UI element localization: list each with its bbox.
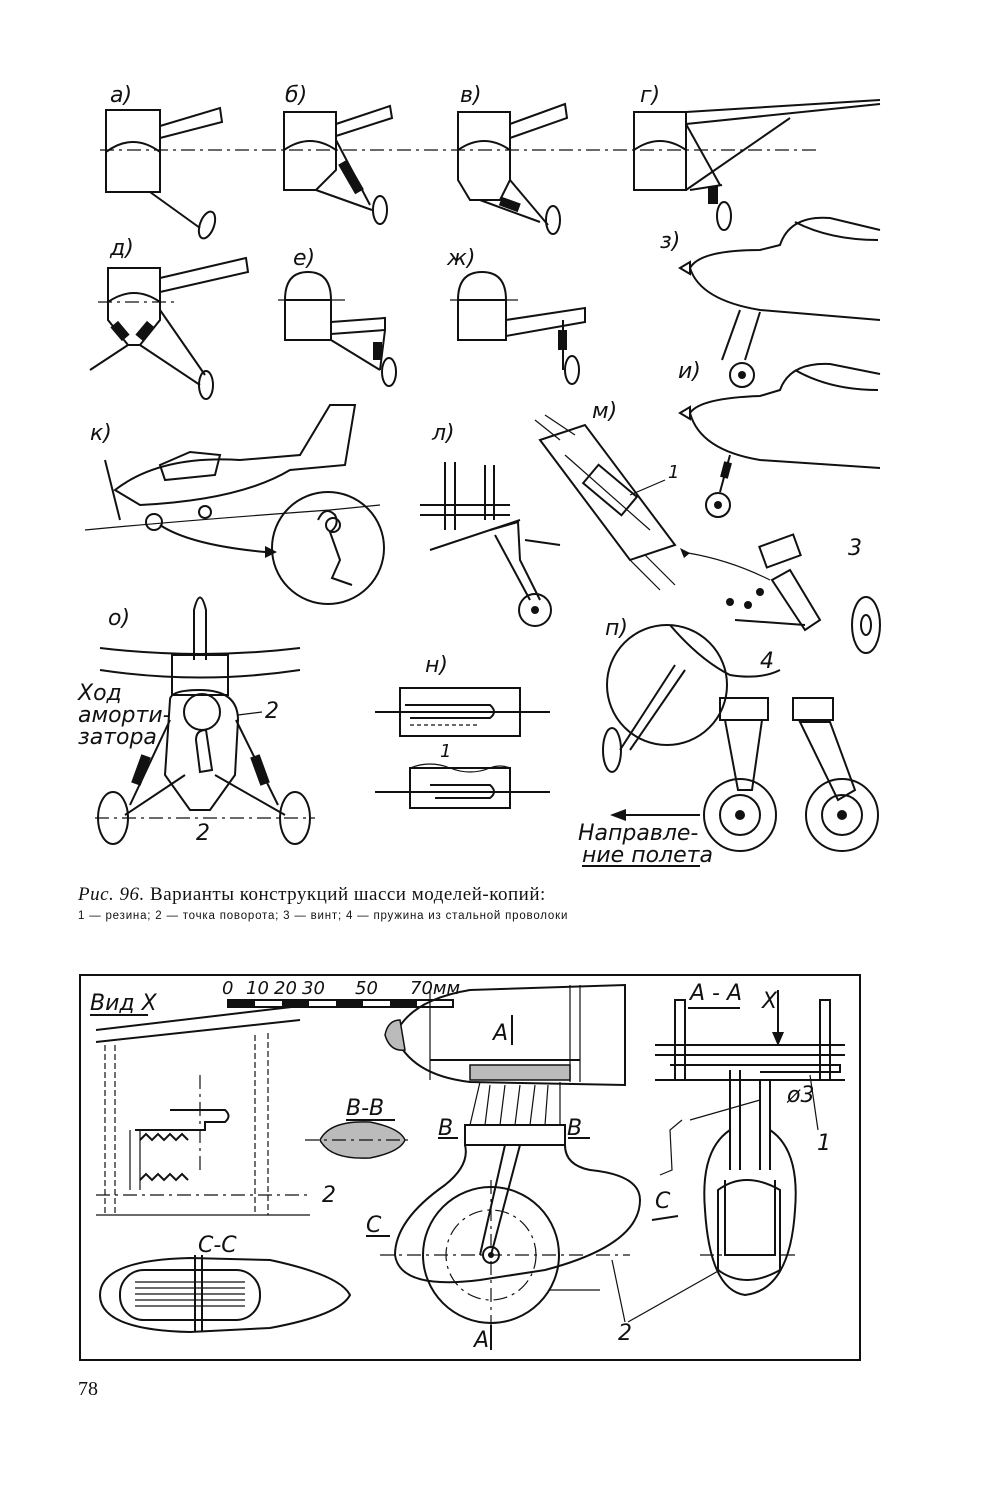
- scale-tick-50: 50: [355, 978, 378, 999]
- landing-gear-figure: а) б) в) г) д): [77, 83, 881, 868]
- variant-d: д): [89, 236, 250, 400]
- scale-bar: 0 10 20 30 50 70мм: [222, 978, 460, 1008]
- variant-b: б): [283, 83, 394, 225]
- scale-tick-70: 70мм: [410, 978, 460, 999]
- main-side-view: А В В С С А: [366, 983, 679, 1353]
- cut-a-top: А: [491, 1021, 508, 1046]
- shock-label-3: затора: [78, 725, 157, 750]
- view-x: Вид X: [90, 991, 310, 1216]
- cut-a-bottom: А: [472, 1328, 489, 1353]
- variant-m: м) 1: [534, 399, 679, 591]
- panel-label-zh: ж): [446, 246, 475, 271]
- variant-p: п) 3 4 Направле- ние полета: [578, 533, 881, 868]
- direction-label-2: ние полета: [582, 843, 713, 868]
- variant-e: е): [278, 246, 397, 387]
- variant-z: з): [660, 216, 881, 388]
- panel-label-l: л): [431, 421, 455, 446]
- direction-label-1: Направле-: [578, 821, 698, 846]
- callout-1-n: 1: [440, 741, 451, 762]
- cut-b-right: В: [567, 1116, 582, 1141]
- cut-b-left: В: [438, 1116, 453, 1141]
- section-cc-label: С-С: [198, 1233, 237, 1258]
- panel-label-v: в): [460, 83, 482, 108]
- section-aa-callout-1: 1: [817, 1131, 831, 1156]
- panel-label-i: и): [678, 359, 701, 384]
- cut-c-right: С: [655, 1189, 671, 1214]
- callout-4: 4: [760, 649, 774, 674]
- panel-label-d: д): [109, 236, 134, 261]
- caption-text: Варианты конструкций шасси моделей-копий…: [150, 884, 546, 905]
- panel-label-p: п): [605, 616, 628, 641]
- panel-label-n: н): [425, 653, 448, 678]
- caption-title: Рис. 96. Варианты конструкций шасси моде…: [78, 884, 908, 906]
- section-bb-label: В-В: [346, 1096, 384, 1121]
- section-aa: А - А X ø3 1: [655, 981, 845, 1297]
- section-aa-label: А - А: [688, 981, 742, 1006]
- view-x-label: Вид X: [90, 991, 158, 1016]
- caption-prefix: Рис. 96.: [78, 884, 145, 905]
- variant-k: к): [84, 404, 385, 605]
- panel-label-z: з): [660, 229, 680, 254]
- cut-c-left: С: [366, 1213, 382, 1238]
- variant-a: а): [105, 83, 224, 240]
- scale-tick-10: 10: [246, 978, 269, 999]
- shock-label-1: Ход: [77, 681, 122, 706]
- section-cc: С-С: [98, 1233, 352, 1334]
- variant-o: о) Ход аморти- затора 2 2: [77, 596, 315, 846]
- panel-label-b: б): [285, 83, 307, 108]
- figure-caption: Рис. 96. Варианты конструкций шасси моде…: [78, 884, 908, 922]
- scale-tick-20: 20: [274, 978, 297, 999]
- variant-zh: ж): [446, 246, 586, 385]
- panel-label-o: о): [108, 606, 130, 631]
- caption-legend: 1 — резина; 2 — точка поворота; 3 — винт…: [78, 910, 569, 922]
- page-number: 78: [78, 1378, 98, 1400]
- panel-label-m: м): [592, 399, 617, 424]
- callout-3: 3: [848, 536, 862, 561]
- callout-2-o-top: 2: [265, 699, 279, 724]
- technical-drawing: Вид X 0 10 20 30 50 70мм В-В 2 С-С: [79, 974, 861, 1361]
- drawing-frame: [79, 974, 861, 1361]
- variant-l: л): [420, 421, 561, 627]
- scale-tick-30: 30: [302, 978, 325, 999]
- section-bb: В-В 2: [305, 1096, 410, 1208]
- diameter-label: ø3: [786, 1083, 814, 1108]
- shock-label-2: аморти-: [78, 703, 171, 728]
- arrow-x-label: X: [761, 989, 778, 1014]
- panel-label-e: е): [293, 246, 315, 271]
- variant-g: г): [633, 83, 881, 231]
- variant-n: н) 1: [375, 653, 550, 809]
- variant-v: в): [457, 83, 569, 235]
- scale-tick-0: 0: [222, 978, 233, 999]
- variant-i: и): [678, 359, 881, 518]
- panel-label-k: к): [90, 421, 112, 446]
- callout-2-o-bottom: 2: [196, 821, 210, 846]
- section-bb-callout-2: 2: [322, 1183, 336, 1208]
- callout-2-main: 2: [618, 1321, 632, 1346]
- panel-label-a: а): [110, 83, 132, 108]
- callout-1-m: 1: [668, 462, 679, 483]
- panel-label-g: г): [640, 83, 660, 108]
